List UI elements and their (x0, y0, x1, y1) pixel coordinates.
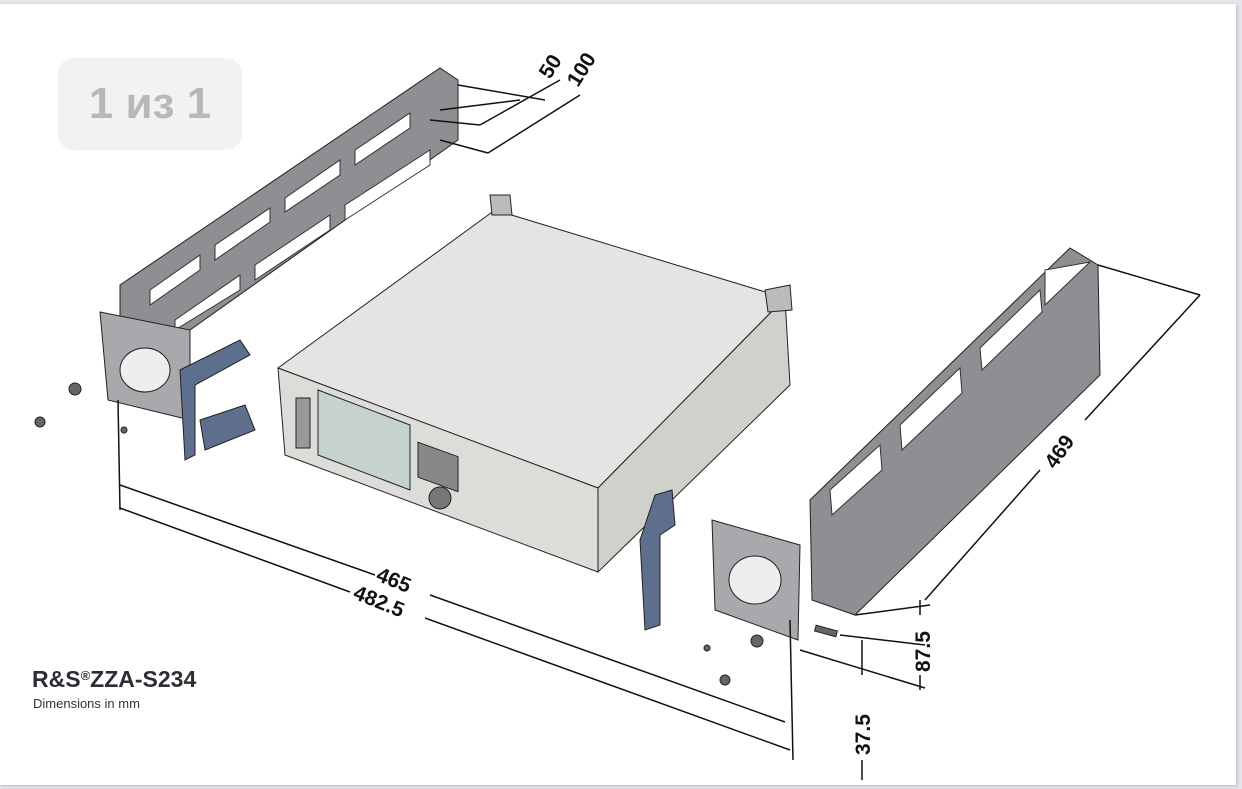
units-note: Dimensions in mm (33, 696, 140, 711)
device-rotary-knob (428, 486, 452, 510)
dimension-100: 100 (563, 49, 601, 91)
dimension-469: 469 (1040, 431, 1079, 473)
right-handle (639, 489, 676, 631)
page-counter-badge: 1 из 1 (58, 58, 242, 150)
device-display (317, 389, 411, 491)
product-title: R&S®ZZA-S234 (32, 666, 197, 692)
device-side (597, 296, 791, 574)
right-rack-rail (809, 247, 1101, 616)
dimension-87-5: 87.5 (912, 631, 935, 672)
dimension-50: 50 (535, 51, 567, 83)
left-handle (179, 339, 251, 461)
dimension-37-5: 37.5 (852, 714, 875, 755)
